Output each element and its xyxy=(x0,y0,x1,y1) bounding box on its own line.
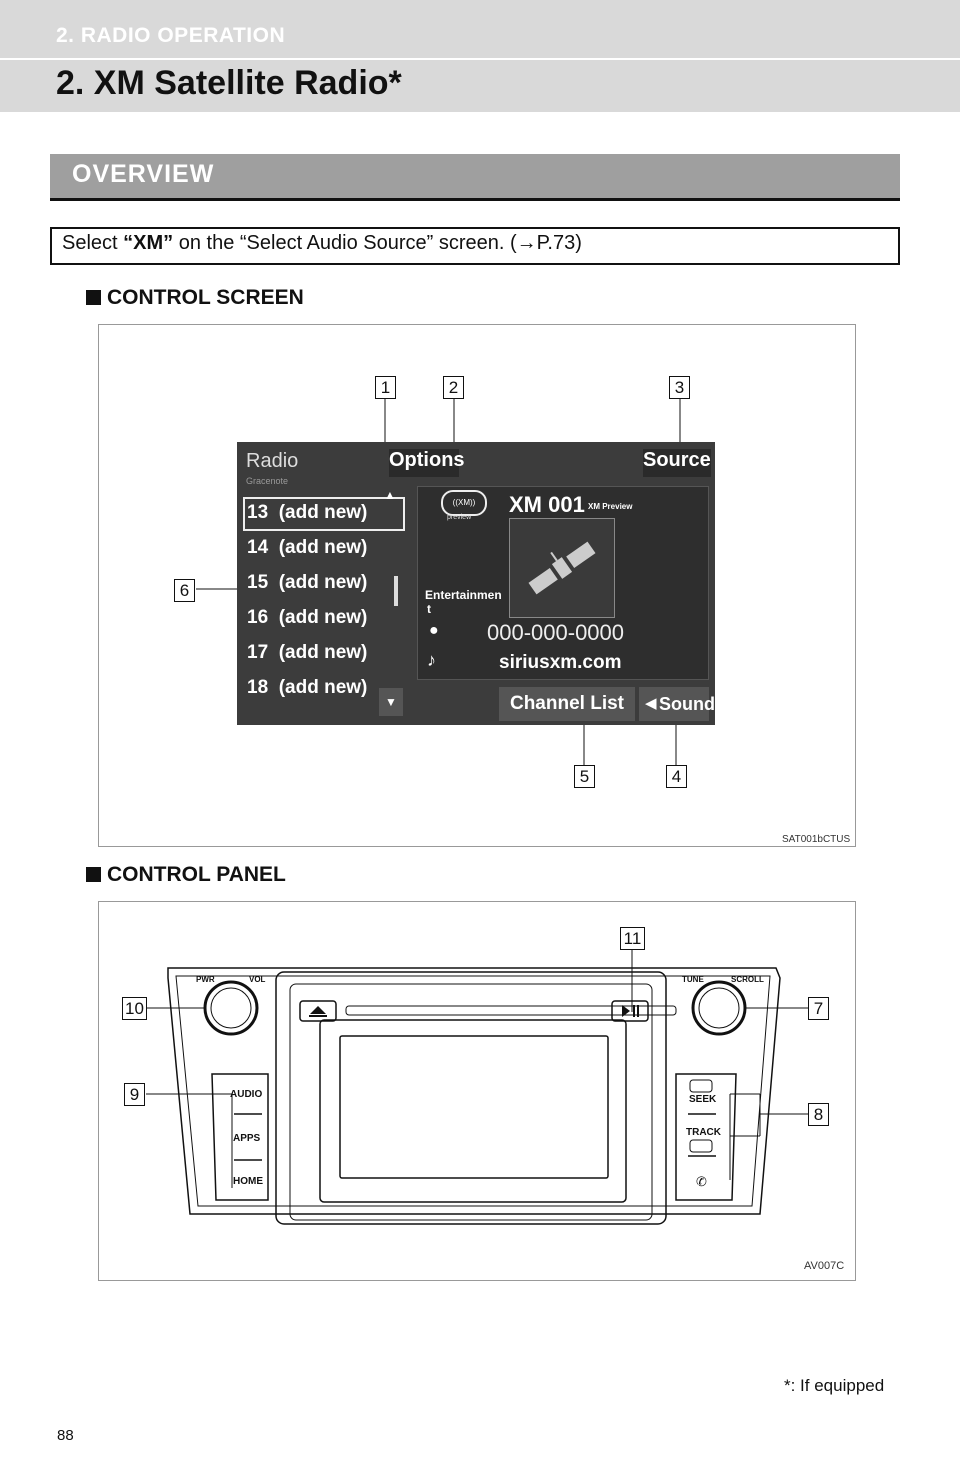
scroll-down-icon[interactable]: ▼ xyxy=(379,688,403,716)
square-bullet-icon xyxy=(86,867,101,882)
vol-label: VOL xyxy=(249,975,266,984)
xm-logo: ((XM)) xyxy=(441,490,487,516)
callout-4: 4 xyxy=(666,765,687,788)
instruction-text: Select “XM” on the “Select Audio Source”… xyxy=(62,232,582,255)
overview-bar xyxy=(50,154,900,198)
header-divider xyxy=(0,58,960,60)
artist-text: 000-000-0000 xyxy=(487,620,625,645)
control-screen-heading: CONTROL SCREEN xyxy=(86,286,304,310)
audio-button[interactable]: AUDIO xyxy=(230,1089,263,1100)
callout-10: 10 xyxy=(122,997,147,1020)
options-button[interactable]: Options xyxy=(389,449,465,477)
page-title: 2. XM Satellite Radio* xyxy=(56,64,402,102)
overview-underline xyxy=(50,198,900,201)
instruction-box xyxy=(50,227,900,265)
preset-highlight xyxy=(243,497,405,531)
scroll-label: SCROLL xyxy=(731,975,764,984)
overview-title: OVERVIEW xyxy=(72,160,215,188)
preset-button[interactable]: 18 (add new) xyxy=(247,677,368,698)
callout-7: 7 xyxy=(808,997,829,1020)
pwr-label: PWR xyxy=(196,975,215,984)
screen-title: Radio xyxy=(246,450,299,472)
control-panel-figure xyxy=(98,901,856,1281)
control-panel-heading-text: CONTROL PANEL xyxy=(107,863,286,886)
speaker-icon: ◀ xyxy=(645,695,657,712)
album-art xyxy=(509,518,615,618)
scroll-up-icon[interactable]: ▲ xyxy=(384,488,396,502)
callout-9: 9 xyxy=(124,1083,145,1106)
apps-button[interactable]: APPS xyxy=(233,1133,261,1144)
preset-button[interactable]: 15 (add new) xyxy=(247,572,368,593)
sound-button-label: Sound xyxy=(659,694,715,714)
preset-button[interactable]: 13 (add new) xyxy=(247,502,368,523)
channel-list-button[interactable]: Channel List xyxy=(499,687,635,721)
category-text: Entertainmen xyxy=(425,588,502,602)
scrollbar-thumb[interactable] xyxy=(394,576,398,606)
preset-button[interactable]: 17 (add new) xyxy=(247,642,368,663)
callout-8: 8 xyxy=(808,1103,829,1126)
source-button[interactable]: Source xyxy=(643,449,711,477)
category-text-cont: t xyxy=(427,602,431,616)
page-number: 88 xyxy=(57,1427,74,1444)
preset-button[interactable]: 16 (add new) xyxy=(247,607,368,628)
figure-code: AV007C xyxy=(804,1260,845,1272)
control-screen-heading-text: CONTROL SCREEN xyxy=(107,286,304,309)
instruction-xm: “XM” xyxy=(123,232,174,254)
song-text: siriusxm.com xyxy=(499,652,622,673)
footnote: *: If equipped xyxy=(784,1376,885,1395)
channel-tag: XM Preview xyxy=(588,502,633,511)
satellite-icon xyxy=(528,541,596,595)
song-icon: ♪ xyxy=(427,650,436,670)
callout-1: 1 xyxy=(375,376,396,399)
figure-code: SAT001bCTUS xyxy=(782,834,851,845)
track-button[interactable]: TRACK xyxy=(686,1127,721,1138)
callout-2: 2 xyxy=(443,376,464,399)
instruction-pre: Select xyxy=(62,232,124,254)
seek-button[interactable]: SEEK xyxy=(689,1094,717,1105)
radio-screen: Radio Gracenote Options Source 13 (add n… xyxy=(237,442,715,725)
phone-icon[interactable]: ✆ xyxy=(696,1174,707,1189)
square-bullet-icon xyxy=(86,290,101,305)
callout-11: 11 xyxy=(620,927,645,950)
sound-button[interactable]: ◀ Sound xyxy=(639,687,715,721)
screen-subtitle: Gracenote xyxy=(246,476,289,486)
control-panel-heading: CONTROL PANEL xyxy=(86,863,286,887)
callout-3: 3 xyxy=(669,376,690,399)
channel-number: XM 001 xyxy=(509,492,585,517)
callout-5: 5 xyxy=(574,765,595,788)
instruction-post: on the “Select Audio Source” screen. (→P… xyxy=(173,232,582,254)
header-band xyxy=(0,0,960,112)
section-label: 2. RADIO OPERATION xyxy=(56,24,286,47)
tune-label: TUNE xyxy=(682,975,704,984)
artist-icon: ● xyxy=(429,622,439,639)
logo-caption: preview xyxy=(447,514,472,521)
control-screen-figure xyxy=(98,324,856,847)
preset-button[interactable]: 14 (add new) xyxy=(247,537,368,558)
callout-6: 6 xyxy=(174,579,195,602)
home-button[interactable]: HOME xyxy=(233,1176,263,1187)
